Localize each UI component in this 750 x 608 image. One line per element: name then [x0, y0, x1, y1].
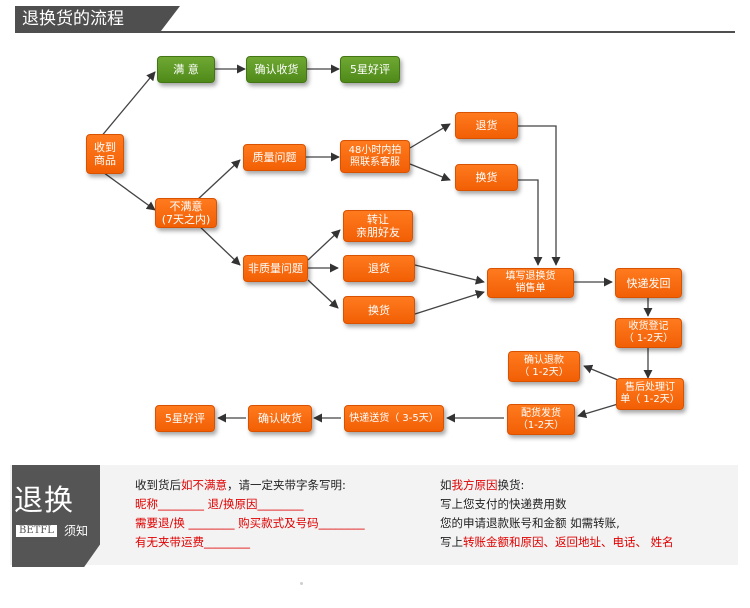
node-exchange-top: 换货 [455, 164, 518, 191]
notice-left-line1-c: ，请一定夹带字条写明: [227, 478, 346, 492]
flow-connectors [99, 64, 653, 423]
notice-left-line3: 需要退/换 ________ 购买款式及号码________ [135, 516, 365, 530]
notice-right-line1-c: 换货: [497, 478, 525, 492]
node-express-back: 快递发回 [615, 268, 682, 298]
node-confirm-refund: 确认退款 （ 1-2天） [508, 351, 580, 382]
arrow-contact-to-exchange [409, 163, 451, 182]
node-ship-out: 配货发货 （1-2天） [507, 404, 575, 435]
node-return-top: 退货 [455, 112, 518, 139]
notice-left-line2: 昵称________ 退/换原因________ [135, 497, 304, 511]
notice-left-line4: 有无夹带运费________ [135, 535, 250, 549]
notice-left-line1: 收到货后如不满意，请一定夹带字条写明: [135, 478, 346, 493]
node-return-mid: 退货 [343, 255, 415, 282]
node-unsatisfied: 不满意 (7天之内) [155, 198, 217, 228]
node-confirm-receipt-bottom: 确认收货 [248, 405, 312, 432]
arrow-nonquality-to-exchange [307, 279, 339, 309]
notice-left-line1-a: 收到货后 [135, 478, 181, 492]
node-aftersale-process: 售后处理订 单（ 1-2天） [616, 378, 684, 410]
arrow-start-to-satisfied [99, 71, 156, 139]
arrow-exchangemid-to-form [414, 290, 485, 315]
header-underline [15, 31, 735, 33]
notice-big-title: 退换 [14, 483, 75, 517]
node-exchange-mid: 换货 [343, 296, 415, 324]
arrow-unsatisfied-to-nonquality [195, 222, 241, 266]
node-five-star-top: 5星好评 [340, 56, 400, 83]
arrow-aftersale-to-shipout [577, 403, 619, 419]
arrow-returnmid-to-form [414, 264, 485, 285]
notice-right-line2: 写上您支付的快递费用数 [440, 497, 567, 511]
node-confirm-receipt-top: 确认收货 [246, 56, 307, 83]
notice-right-line1-a: 如 [440, 478, 452, 492]
notice-right-line1: 如我方原因换货: [440, 478, 524, 493]
node-express-delivery: 快递送货（ 3-5天） [344, 405, 444, 432]
notice-brand-code: BETFL [16, 525, 57, 537]
node-quality-issue: 质量问题 [243, 144, 306, 171]
arrow-returntop-to-form [518, 125, 561, 266]
notice-right-line3: 您的申请退款账号和金额 如需转账, [440, 516, 620, 530]
notice-right-line4-highlight: 转账金额和原因、返回地址、电话、 姓名 [463, 535, 674, 549]
notice-right-line1-highlight: 我方原因 [451, 478, 498, 492]
notice-panel [10, 465, 738, 565]
notice-left-line1-highlight: 如不满意 [181, 478, 227, 492]
node-satisfied: 满 意 [157, 56, 215, 83]
node-receipt-register: 收货登记 （ 1-2天） [615, 318, 682, 348]
node-non-quality-issue: 非质量问题 [243, 255, 308, 282]
arrow-exchangetop-to-form [518, 179, 543, 266]
notice-label-block [12, 465, 100, 567]
node-contact-service-48h: 48小时内拍 照联系客服 [340, 140, 410, 173]
header-bar [15, 6, 180, 32]
page-title: 退换货的流程 [22, 9, 124, 29]
notice-subtitle: 须知 [64, 524, 89, 538]
arrow-start-to-unsatisfied [99, 169, 156, 211]
arrow-unsatisfied-to-quality [195, 159, 241, 202]
node-transfer-to-friends: 转让 亲朋好友 [343, 210, 413, 242]
node-five-star-bottom: 5星好评 [155, 405, 215, 432]
notice-right-line4-a: 写上 [440, 535, 463, 549]
arrow-nonquality-to-transfer [307, 229, 341, 261]
arrow-aftersale-to-refund [583, 364, 619, 381]
node-receive-goods: 收到 商品 [86, 134, 124, 174]
arrow-contact-to-return [409, 123, 451, 149]
decorative-dot [300, 582, 303, 585]
node-fill-return-form: 填写退换货 销售单 [487, 268, 574, 298]
notice-right-line4: 写上转账金额和原因、返回地址、电话、 姓名 [440, 535, 674, 550]
